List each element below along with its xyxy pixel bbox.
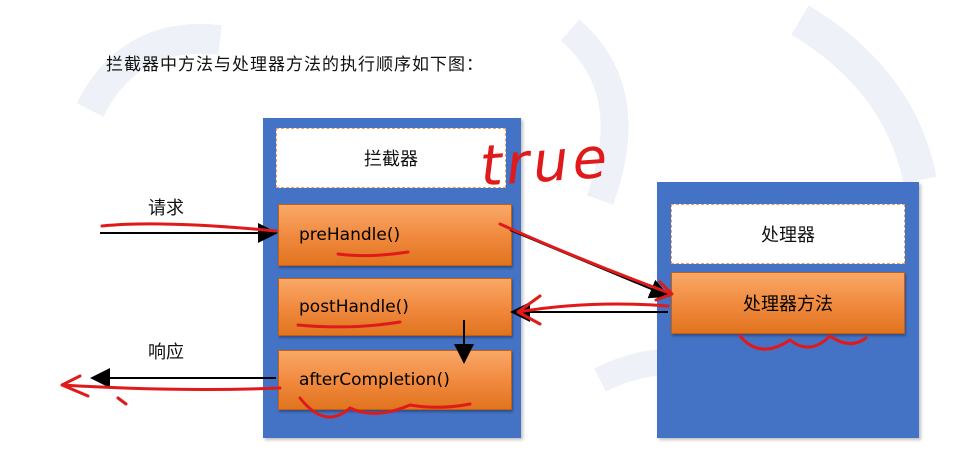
response-scribble [60,374,282,398]
handler-header: 处理器 [671,204,905,264]
request-scribble [100,222,278,233]
handler-method-squiggle [738,334,868,351]
response-tick [116,396,128,406]
interceptor-header: 拦截器 [276,128,506,188]
prehandle-box: preHandle() [278,204,512,266]
handler-to-post-scribble [516,294,670,326]
prehandle-underline [336,250,410,258]
prehandle-label: preHandle() [299,225,401,245]
posthandle-underline [296,320,402,329]
handler-method-box: 处理器方法 [671,272,905,334]
diagram-title: 拦截器中方法与处理器方法的执行顺序如下图： [106,55,484,75]
request-label: 请求 [148,198,184,219]
handler-panel: 处理器 处理器方法 [657,182,919,438]
aftercompletion-squiggle [298,396,472,419]
interceptor-panel: 拦截器 preHandle() postHandle() afterComple… [263,118,521,438]
pre-to-handler-scribble [498,222,674,302]
response-label: 响应 [148,342,184,363]
handwritten-annotation: true [477,125,614,200]
posthandle-label: postHandle() [299,297,409,317]
aftercompletion-label: afterCompletion() [299,370,450,390]
